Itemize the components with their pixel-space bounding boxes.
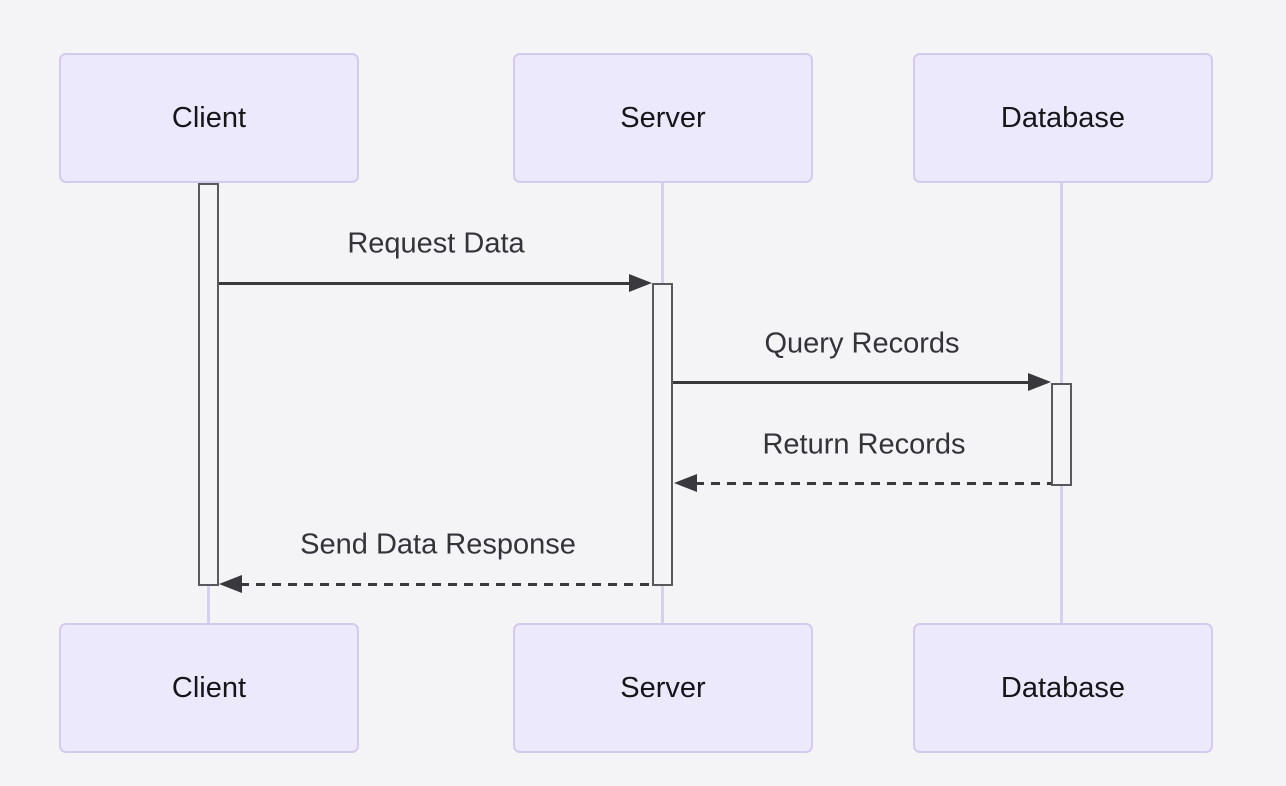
actor-box-database-top: Database — [913, 53, 1213, 183]
actor-label: Server — [620, 671, 706, 704]
actor-label: Database — [1000, 671, 1126, 704]
message-label: Request Data — [347, 227, 525, 260]
activation-server — [652, 283, 673, 586]
actor-label: Client — [171, 101, 247, 134]
arrowhead-right-icon — [1028, 373, 1051, 391]
arrowhead-right-icon — [629, 274, 652, 292]
actor-box-client-top: Client — [59, 53, 359, 183]
message-label: Query Records — [764, 327, 960, 360]
message-line — [240, 583, 652, 586]
actor-box-server-bottom: Server — [513, 623, 813, 753]
message-line — [695, 482, 1051, 485]
activation-database — [1051, 383, 1072, 486]
actor-label: Database — [1000, 101, 1126, 134]
actor-box-database-bottom: Database — [913, 623, 1213, 753]
activation-client — [198, 183, 219, 586]
message-line — [673, 381, 1030, 384]
message-label: Send Data Response — [300, 528, 576, 561]
actor-box-server-top: Server — [513, 53, 813, 183]
arrowhead-left-icon — [219, 575, 242, 593]
actor-label: Server — [620, 101, 706, 134]
arrowhead-left-icon — [674, 474, 697, 492]
actor-box-client-bottom: Client — [59, 623, 359, 753]
message-label: Return Records — [762, 428, 966, 461]
actor-label: Client — [171, 671, 247, 704]
message-line — [219, 282, 631, 285]
